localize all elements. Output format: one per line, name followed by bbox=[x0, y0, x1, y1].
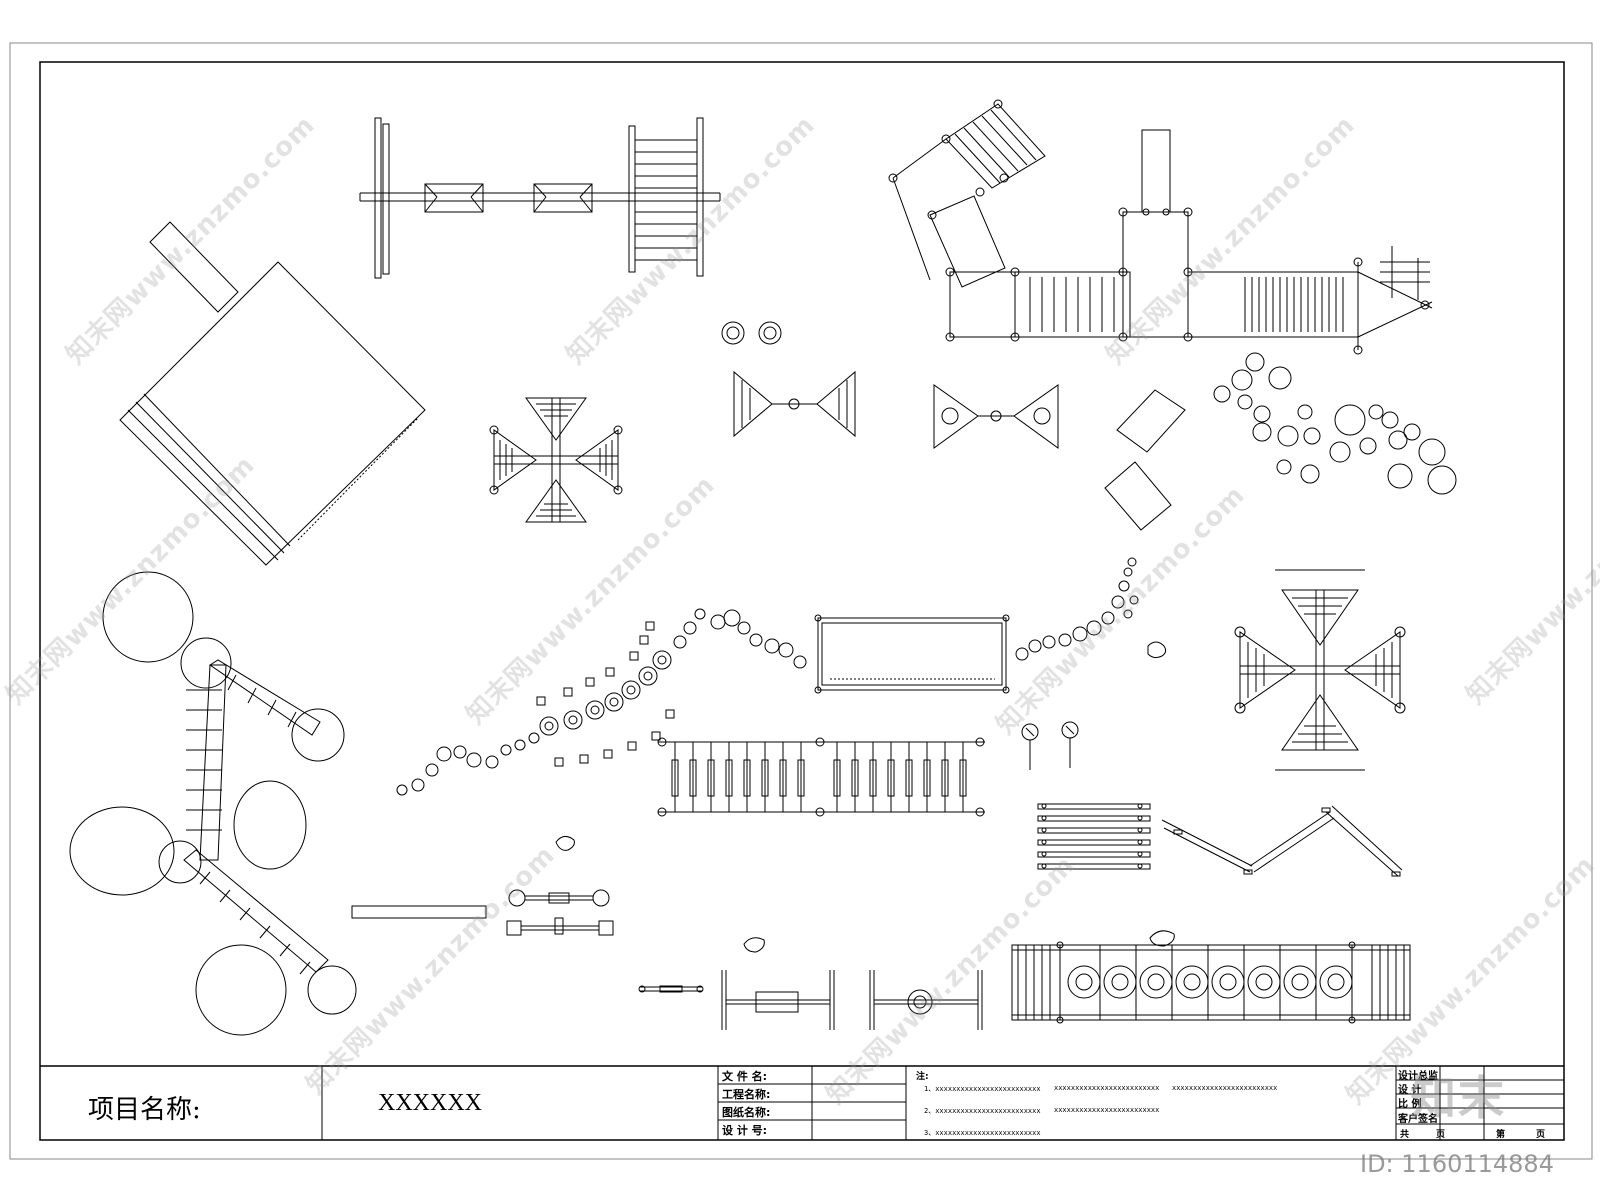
project-name-value: XXXXXX bbox=[378, 1090, 482, 1116]
design-director-label: 设计总监 bbox=[1398, 1071, 1438, 1082]
project-title-label: 工程名称: bbox=[722, 1088, 771, 1101]
note-2a: 2、xxxxxxxxxxxxxxxxxxxxxxxxx bbox=[924, 1107, 1041, 1115]
note-2b: xxxxxxxxxxxxxxxxxxxxxxxxx bbox=[1054, 1106, 1160, 1114]
file-name-label: 文 件 名: bbox=[722, 1070, 768, 1083]
spring-rider-icon bbox=[555, 641, 1175, 953]
balance-beam-icon bbox=[359, 117, 721, 279]
drawing-frame bbox=[39, 61, 1565, 1141]
cross-climber-icon-2 bbox=[1234, 569, 1406, 771]
note-1c: xxxxxxxxxxxxxxxxxxxxxxxxx bbox=[1172, 1084, 1278, 1092]
platform-icon bbox=[814, 614, 1010, 694]
horizontal-bar-icon bbox=[721, 970, 983, 1030]
signpost-icon bbox=[1021, 721, 1079, 770]
brand-watermark: 知末 bbox=[1410, 1071, 1506, 1125]
note-3: 3、xxxxxxxxxxxxxxxxxxxxxxxxx bbox=[924, 1129, 1041, 1137]
image-id-label: ID: 1160114884 bbox=[1360, 1150, 1554, 1178]
bowtie-climber-icon bbox=[733, 370, 1059, 449]
stepping-stone-icon bbox=[1104, 352, 1457, 531]
sheet-outer-border bbox=[9, 42, 1593, 1160]
title-block bbox=[40, 1065, 1564, 1140]
designer-label: 设 计 bbox=[1398, 1085, 1422, 1096]
horizontal-ladder-icon bbox=[1037, 803, 1151, 870]
design-number-label: 设 计 号: bbox=[722, 1124, 768, 1137]
ladder-icon bbox=[628, 117, 704, 277]
tire-bridge-icon bbox=[1011, 941, 1411, 1024]
seesaw-icon bbox=[506, 889, 614, 936]
page-number-label: 第 bbox=[1496, 1130, 1506, 1140]
combination-play-structure-icon bbox=[888, 99, 1433, 355]
stepping-stone-path-icon bbox=[396, 557, 1139, 796]
notes-label: 注: bbox=[916, 1072, 929, 1082]
client-signature-label: 客户签名 bbox=[1398, 1114, 1438, 1125]
total-pages-unit: 页 bbox=[1436, 1130, 1446, 1140]
slide-tower-icon bbox=[119, 221, 426, 566]
suspension-bridge-icon bbox=[657, 737, 985, 817]
scale-label: 比 例 bbox=[1398, 1099, 1422, 1110]
note-1b: xxxxxxxxxxxxxxxxxxxxxxxxx bbox=[1054, 1084, 1160, 1092]
swing-bar-icon bbox=[638, 985, 704, 993]
balance-beam-zigzag-icon bbox=[1161, 805, 1403, 877]
cross-climber-icon bbox=[489, 397, 623, 523]
log-bridge-icon bbox=[69, 571, 357, 1036]
note-1a: 1、xxxxxxxxxxxxxxxxxxxxxxxxx bbox=[924, 1085, 1041, 1093]
project-name-label: 项目名称: bbox=[88, 1095, 201, 1125]
bench-icon bbox=[351, 905, 487, 919]
tire-icon bbox=[721, 321, 782, 345]
page-number-unit: 页 bbox=[1536, 1130, 1546, 1140]
drawing-name-label: 图纸名称: bbox=[722, 1106, 771, 1119]
total-pages-label: 共 bbox=[1400, 1130, 1410, 1140]
